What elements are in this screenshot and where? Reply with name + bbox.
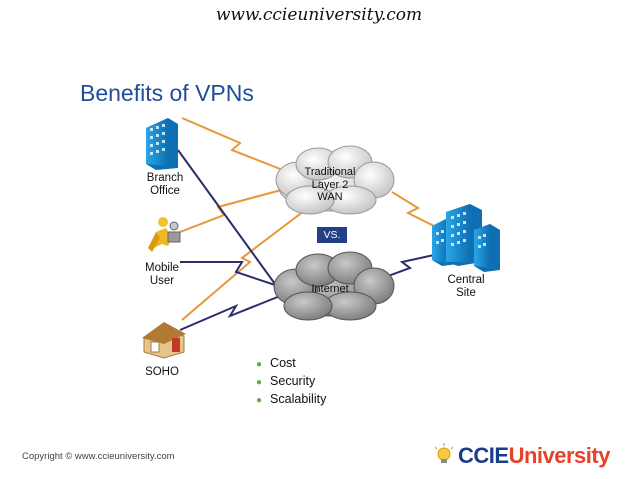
copyright-text: Copyright © www.ccieuniversity.com xyxy=(22,451,175,462)
vs-badge: VS. xyxy=(317,227,347,243)
central-site-buildings-icon xyxy=(432,204,500,272)
branch-office-label-line-1: Branch xyxy=(146,172,184,184)
wan-cloud-label-line-1: Traditional xyxy=(304,166,356,178)
branch-office-building-icon xyxy=(146,118,178,170)
wan-cloud-label-line-3: WAN xyxy=(317,191,343,203)
benefit-item: ● Cost xyxy=(256,355,326,373)
internet-link-central xyxy=(371,254,435,283)
bullet-icon: ● xyxy=(256,359,263,370)
internet-links xyxy=(177,149,435,331)
benefit-label: Security xyxy=(270,374,316,388)
bullet-icon: ● xyxy=(256,377,263,388)
internet-link-branch xyxy=(177,149,276,285)
header-url: www.ccieuniversity.com xyxy=(215,5,423,25)
internet-link-mobile xyxy=(180,261,279,287)
wan-cloud xyxy=(275,145,395,215)
branch-office-label: Branch Office xyxy=(135,172,195,198)
central-site-label-line-1: Central xyxy=(447,274,485,286)
wan-cloud-label-line-2: Layer 2 xyxy=(311,178,349,191)
wan-cloud-label: Traditional Layer 2 WAN xyxy=(290,166,370,204)
bullet-icon: ● xyxy=(256,395,263,406)
slide-title: Benefits of VPNs xyxy=(80,80,254,106)
mobile-user-label: Mobile User xyxy=(132,262,192,288)
benefit-item: ● Security xyxy=(256,373,326,391)
wan-link-central xyxy=(391,191,439,229)
mobile-user-label-line-1: Mobile xyxy=(145,262,179,274)
lightbulb-icon xyxy=(434,443,454,463)
ccie-university-logo: CCIEUniversity xyxy=(458,443,610,469)
central-site-label-line-2: Site xyxy=(456,287,476,299)
benefit-item: ● Scalability xyxy=(256,391,326,409)
internet-cloud-label: Internet xyxy=(311,283,349,295)
benefit-label: Scalability xyxy=(270,392,327,406)
soho-label: SOHO xyxy=(145,366,179,378)
wan-link-branch xyxy=(181,117,299,177)
benefit-label: Cost xyxy=(270,356,296,370)
internet-link-soho xyxy=(179,295,281,331)
soho-house-icon xyxy=(142,322,186,359)
logo-text-part-2: University xyxy=(508,443,611,468)
mobile-user-icon xyxy=(148,217,181,252)
benefits-list: ● Cost ● Security ● Scalability xyxy=(256,355,326,409)
mobile-user-label-line-2: User xyxy=(149,275,175,287)
wan-link-soho xyxy=(181,207,309,321)
internet-cloud xyxy=(273,251,395,321)
branch-office-label-line-2: Office xyxy=(150,185,180,197)
central-site-label: Central Site xyxy=(436,274,496,300)
logo-text-part-1: CCIE xyxy=(458,443,509,468)
